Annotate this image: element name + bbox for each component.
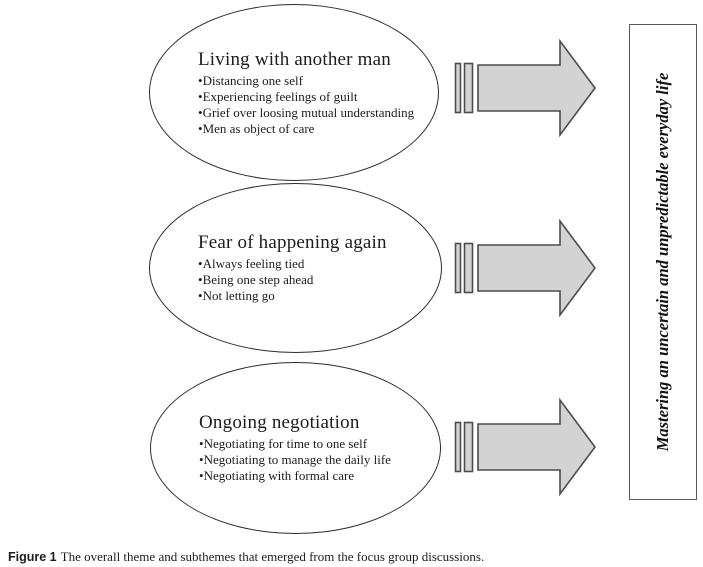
striped-right-arrow-icon (454, 397, 596, 497)
subtheme-list: Negotiating for time to one self Negotia… (199, 436, 434, 484)
subtheme-item: Always feeling tied (198, 256, 435, 272)
subtheme-item: Men as object of care (198, 121, 432, 137)
theme-ellipse-ongoing-negotiation: Ongoing negotiation Negotiating for time… (150, 362, 441, 534)
figure-caption-label: Figure 1 (8, 550, 57, 564)
subtheme-item: Grief over loosing mutual understanding (198, 105, 432, 121)
subtheme-item: Distancing one self (198, 73, 432, 89)
striped-right-arrow-icon (454, 38, 596, 138)
theme-ellipse-fear-of-happening-again: Fear of happening again Always feeling t… (149, 183, 442, 353)
overall-theme-box: Mastering an uncertain and unpredictable… (629, 24, 697, 500)
subtheme-item: Not letting go (198, 288, 435, 304)
subtheme-item: Being one step ahead (198, 272, 435, 288)
theme-title: Fear of happening again (198, 232, 387, 253)
striped-right-arrow-icon (453, 38, 598, 138)
striped-right-arrow-icon (454, 218, 596, 318)
striped-right-arrow-icon (453, 397, 598, 497)
subtheme-list: Distancing one self Experiencing feeling… (198, 73, 432, 137)
subtheme-item: Negotiating with formal care (199, 468, 434, 484)
subtheme-item: Negotiating to manage the daily life (199, 452, 434, 468)
figure-caption-text: The overall theme and subthemes that eme… (60, 549, 485, 564)
overall-theme-label: Mastering an uncertain and unpredictable… (653, 72, 672, 452)
subtheme-item: Negotiating for time to one self (199, 436, 434, 452)
striped-right-arrow-icon (453, 218, 598, 318)
subtheme-item: Experiencing feelings of guilt (198, 89, 432, 105)
theme-ellipse-living-with-another-man: Living with another man Distancing one s… (149, 4, 439, 181)
subtheme-list: Always feeling tied Being one step ahead… (198, 256, 435, 304)
theme-title: Living with another man (198, 48, 391, 70)
theme-title: Ongoing negotiation (199, 412, 360, 433)
